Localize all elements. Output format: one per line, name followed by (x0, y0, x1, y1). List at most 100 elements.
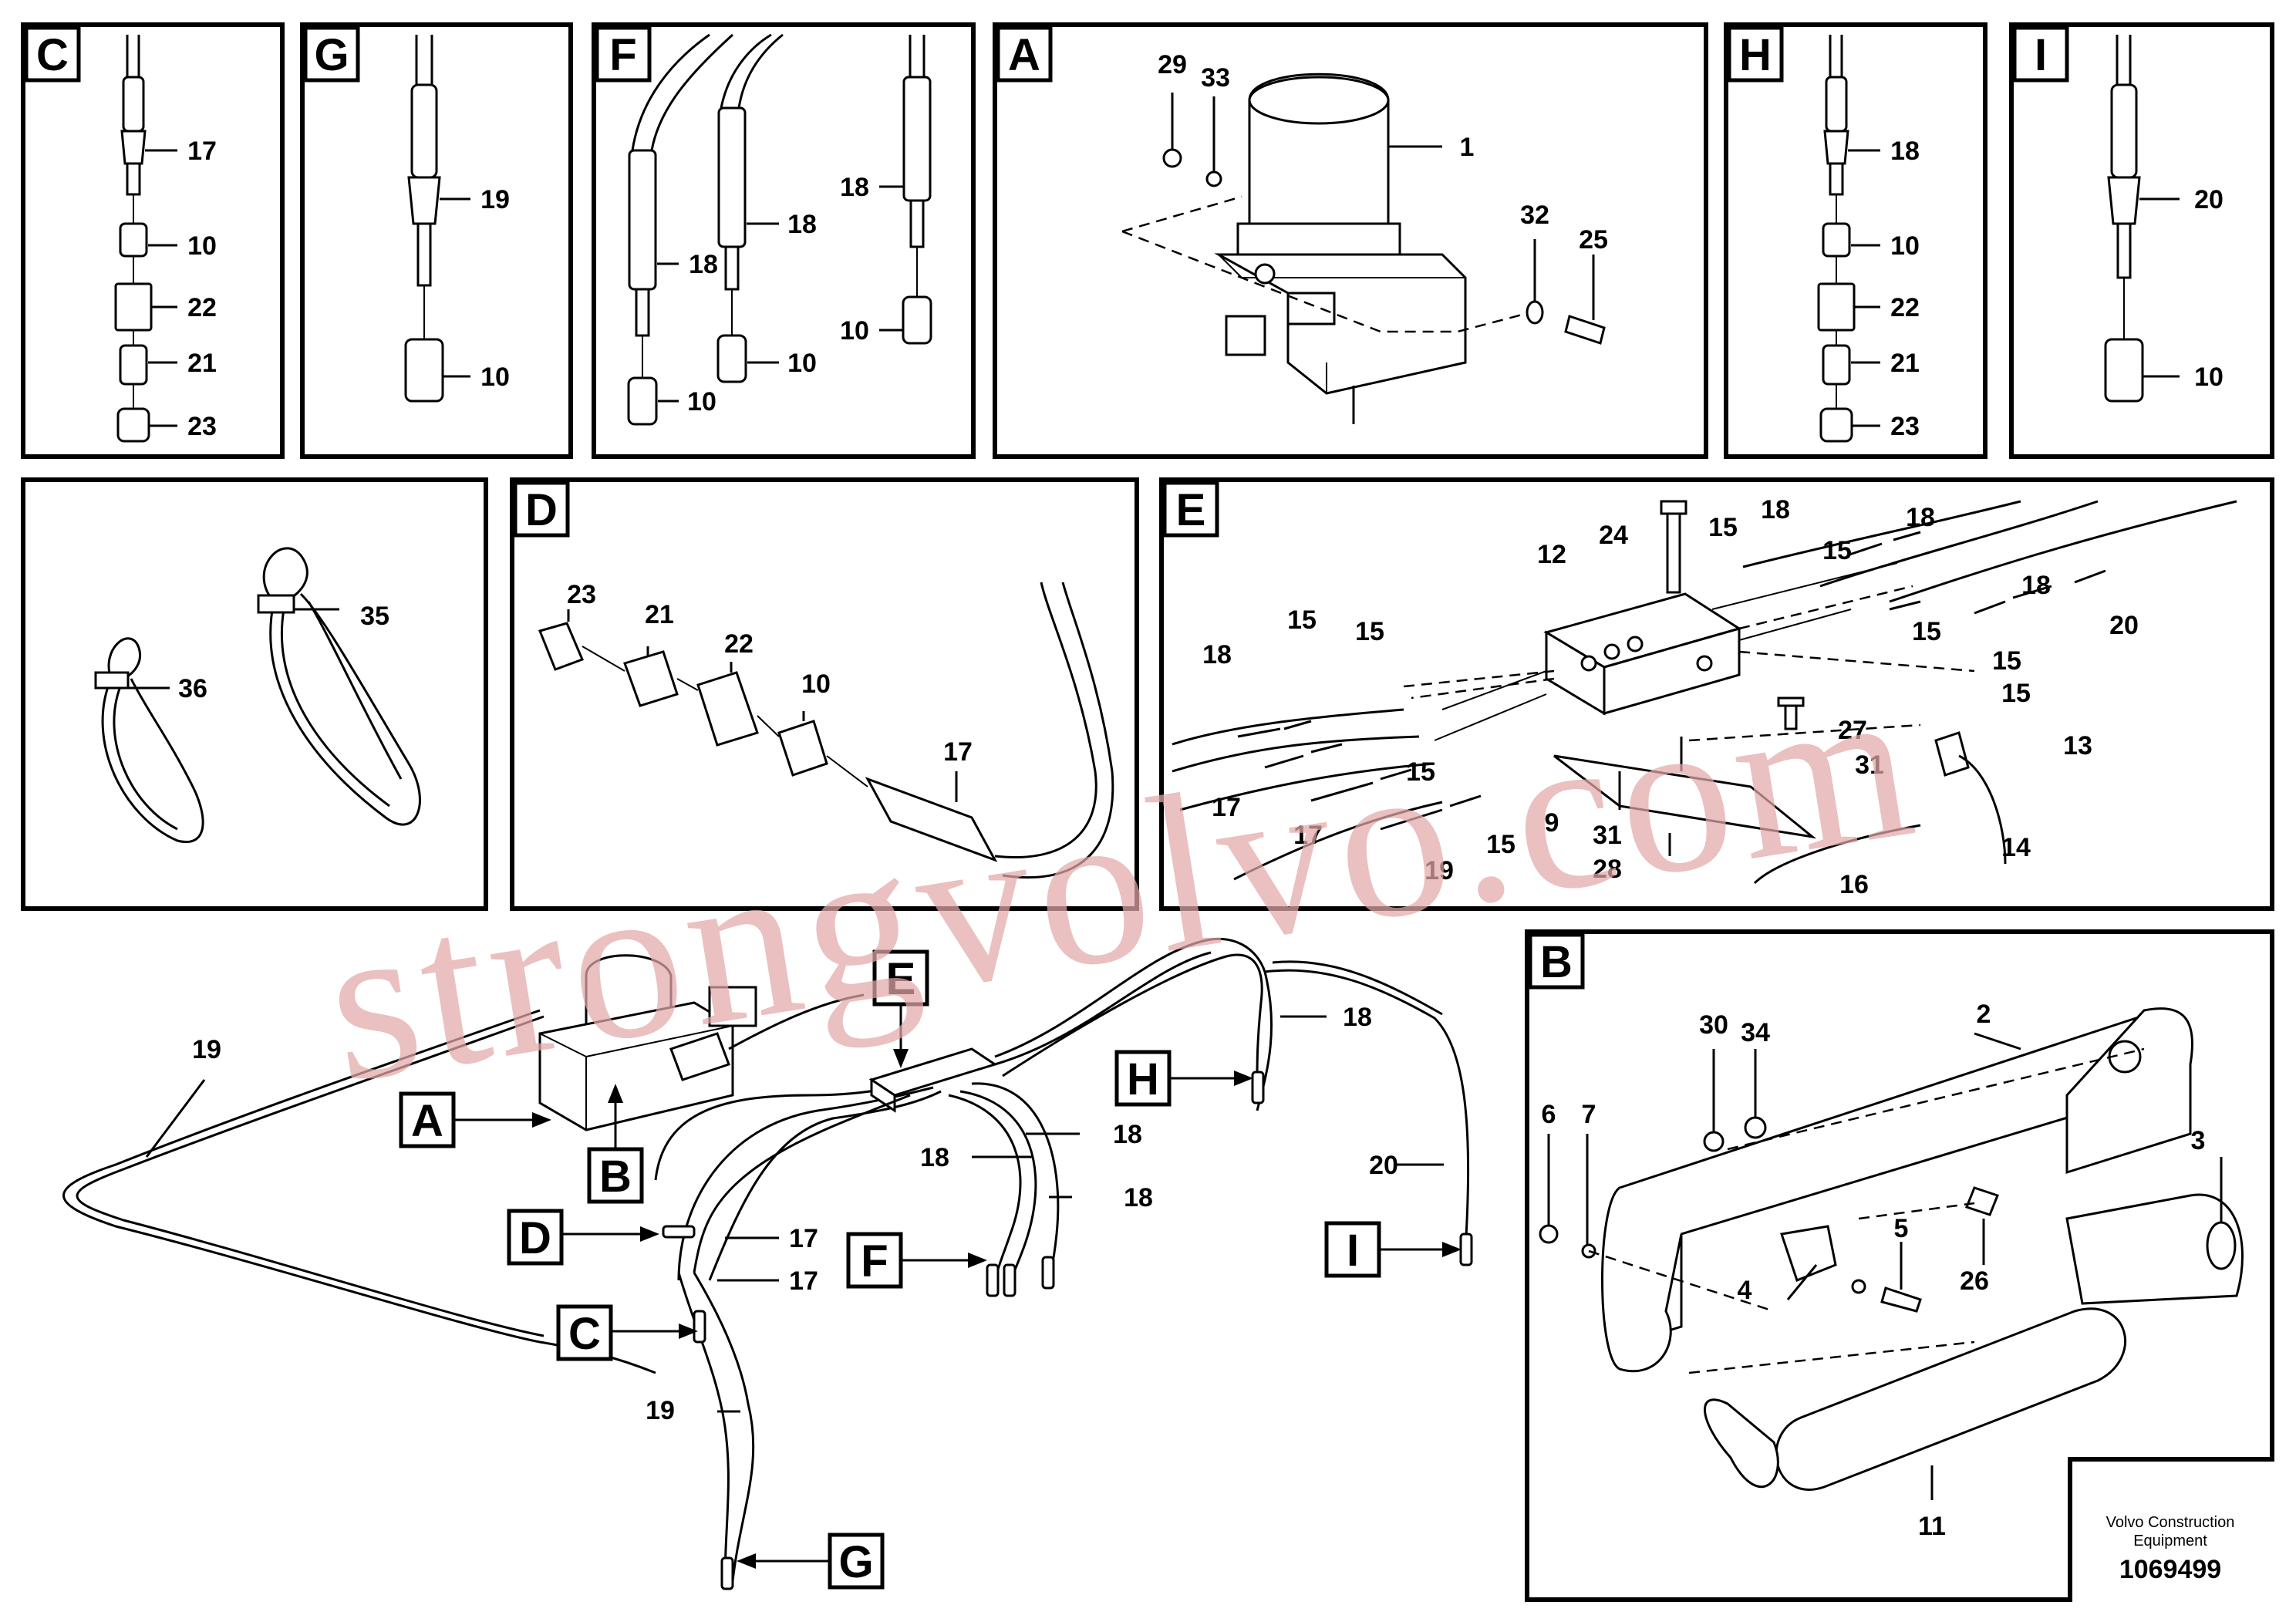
overview-tag-i: I (1324, 1221, 1462, 1278)
tag-f: F (595, 25, 652, 83)
svg-text:H: H (1127, 1054, 1159, 1104)
label-f-18a: 18 (689, 250, 718, 279)
svg-text:15: 15 (1355, 617, 1384, 646)
label-h-10: 10 (1890, 231, 1920, 261)
svg-text:G: G (838, 1537, 873, 1587)
panel-i-drawing (2104, 35, 2180, 403)
svg-text:2: 2 (1977, 1000, 1991, 1029)
panel-d-drawing (538, 582, 1114, 879)
svg-text:15: 15 (1708, 513, 1738, 542)
label-a-1: 1 (1460, 133, 1475, 162)
panel-d (510, 477, 1139, 911)
svg-text:13: 13 (2063, 731, 2092, 760)
svg-text:34: 34 (1741, 1018, 1770, 1047)
svg-text:9: 9 (1545, 808, 1559, 838)
label-a-29: 29 (1158, 50, 1187, 79)
svg-text:15: 15 (1406, 757, 1435, 787)
svg-text:E: E (1176, 485, 1206, 535)
overview-drawing (62, 937, 1473, 1590)
svg-text:20: 20 (2109, 611, 2139, 640)
label-c-17: 17 (187, 137, 217, 166)
tag-a: A (996, 25, 1053, 83)
svg-text:3: 3 (2191, 1126, 2206, 1155)
label-h-23: 23 (1890, 412, 1920, 441)
panel-ties (21, 477, 488, 911)
panel-e-labels: 24 15 18 18 15 12 15 15 18 15 18 20 15 1… (1202, 495, 2139, 899)
overview-labels: 19 18 18 18 18 20 17 17 19 (192, 1003, 1398, 1425)
label-a-32: 32 (1520, 201, 1549, 230)
panel-e (1159, 477, 2274, 911)
label-c-22: 22 (187, 293, 217, 322)
label-f-18b: 18 (787, 210, 817, 239)
svg-text:18: 18 (1124, 1183, 1153, 1212)
svg-text:24: 24 (1599, 521, 1628, 550)
label-a-33: 33 (1201, 63, 1230, 93)
svg-text:17: 17 (789, 1224, 818, 1253)
label-h-18: 18 (1890, 137, 1920, 166)
label-f-18c: 18 (840, 173, 869, 202)
label-c-23: 23 (187, 412, 217, 441)
panel-c (21, 22, 285, 459)
panel-b-labels: 30 34 2 6 7 3 26 5 4 11 (1542, 1000, 2206, 1541)
label-d-21: 21 (645, 600, 674, 629)
svg-text:15: 15 (1992, 646, 2021, 676)
label-f-10b: 10 (787, 349, 817, 378)
svg-text:31: 31 (1855, 750, 1884, 780)
overview-tag-g: G (737, 1533, 885, 1590)
overview-tag-c: C (556, 1304, 698, 1361)
svg-text:20: 20 (1369, 1151, 1398, 1180)
svg-text:15: 15 (2001, 679, 2031, 708)
overview-tag-h: H (1114, 1050, 1253, 1107)
label-f-10a: 10 (687, 387, 716, 416)
label-i-20: 20 (2194, 185, 2224, 214)
svg-text:D: D (525, 485, 558, 535)
svg-text:28: 28 (1593, 855, 1622, 884)
svg-text:18: 18 (1343, 1003, 1372, 1032)
label-d-17: 17 (943, 737, 973, 767)
label-ties-36: 36 (178, 674, 207, 703)
label-h-22: 22 (1890, 293, 1920, 322)
svg-text:F: F (861, 1236, 888, 1286)
svg-text:14: 14 (2001, 833, 2031, 862)
svg-text:18: 18 (1113, 1120, 1142, 1149)
svg-text:B: B (599, 1152, 632, 1202)
footer-block: Volvo Construction Equipment 1069499 (2106, 1514, 2235, 1584)
svg-text:18: 18 (920, 1143, 949, 1172)
panel-f-drawing (627, 33, 932, 426)
svg-text:D: D (519, 1213, 551, 1263)
grease-cartridge-icon (1539, 1007, 2244, 1500)
tag-d: D (513, 481, 570, 538)
svg-text:B: B (1540, 937, 1573, 987)
svg-text:31: 31 (1593, 821, 1622, 850)
svg-text:19: 19 (646, 1396, 675, 1425)
svg-text:C: C (568, 1309, 601, 1359)
label-c-10: 10 (187, 231, 217, 261)
label-d-23: 23 (567, 580, 596, 609)
label-h-21: 21 (1890, 349, 1920, 378)
panel-h-drawing (1817, 35, 1880, 443)
overview-tag-d: D (507, 1209, 659, 1266)
svg-text:27: 27 (1838, 716, 1867, 745)
svg-text:12: 12 (1537, 540, 1566, 569)
label-i-10: 10 (2194, 363, 2224, 392)
svg-text:1069499: 1069499 (2119, 1555, 2221, 1584)
svg-text:18: 18 (1761, 495, 1790, 524)
svg-text:18: 18 (2021, 571, 2051, 600)
svg-text:I: I (1347, 1226, 1359, 1276)
label-f-10c: 10 (840, 316, 869, 346)
svg-text:7: 7 (1582, 1100, 1596, 1129)
svg-text:15: 15 (1287, 605, 1317, 635)
panel-g-drawing (404, 35, 470, 403)
svg-text:5: 5 (1894, 1214, 1909, 1243)
cable-tie-icon (94, 547, 421, 843)
svg-text:18: 18 (1906, 503, 1935, 532)
svg-text:H: H (1739, 30, 1772, 80)
svg-text:A: A (1008, 30, 1040, 80)
label-c-21: 21 (187, 349, 217, 378)
panel-c-drawing (114, 35, 177, 443)
svg-text:F: F (609, 30, 636, 80)
tag-e: E (1162, 481, 1219, 538)
tag-c: C (24, 25, 81, 83)
svg-text:17: 17 (1212, 793, 1241, 822)
tag-g: G (303, 25, 360, 83)
